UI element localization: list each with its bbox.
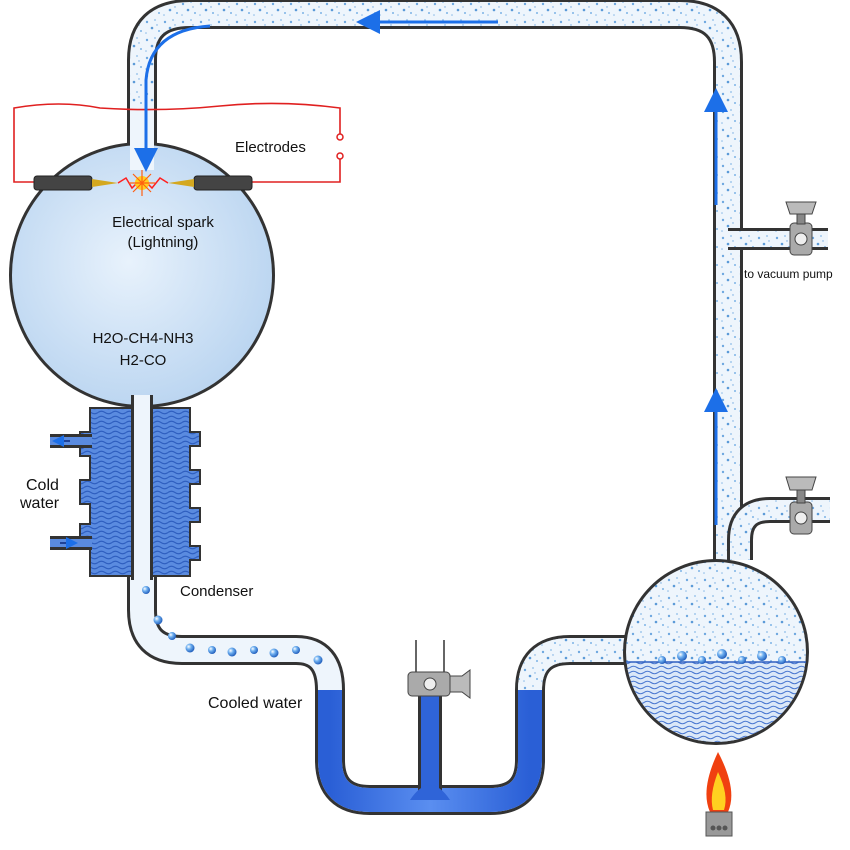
cooled-water-trap bbox=[318, 690, 542, 812]
electrodes bbox=[13, 102, 344, 196]
side-inlet-tube bbox=[727, 497, 830, 560]
burner-flame bbox=[705, 752, 733, 837]
cooled-water-label: Cooled water bbox=[208, 695, 303, 712]
vacuum-pump-tube bbox=[728, 228, 828, 250]
return-tube bbox=[127, 0, 743, 560]
electrodes-label: Electrodes bbox=[235, 139, 306, 156]
cold-water-label-line1: Cold bbox=[26, 477, 59, 494]
stopcock-vacuum bbox=[785, 201, 817, 256]
gases-formula-line1: H2O-CH4-NH3 bbox=[93, 330, 194, 347]
boiling-flask bbox=[623, 559, 809, 745]
condenser-label: Condenser bbox=[180, 583, 253, 600]
stopcock-side bbox=[785, 476, 817, 535]
spark-label-line2: (Lightning) bbox=[128, 234, 199, 251]
condenser bbox=[50, 400, 201, 580]
flow-arrows bbox=[134, 10, 728, 525]
reaction-flask bbox=[9, 110, 275, 415]
vacuum-pump-label: to vacuum pump bbox=[744, 267, 833, 281]
spark-label-line1: Electrical spark bbox=[112, 214, 214, 231]
stopcock-trap bbox=[407, 640, 471, 699]
gases-formula-line2: H2-CO bbox=[120, 352, 167, 369]
cold-water-label-line2: water bbox=[19, 495, 60, 512]
